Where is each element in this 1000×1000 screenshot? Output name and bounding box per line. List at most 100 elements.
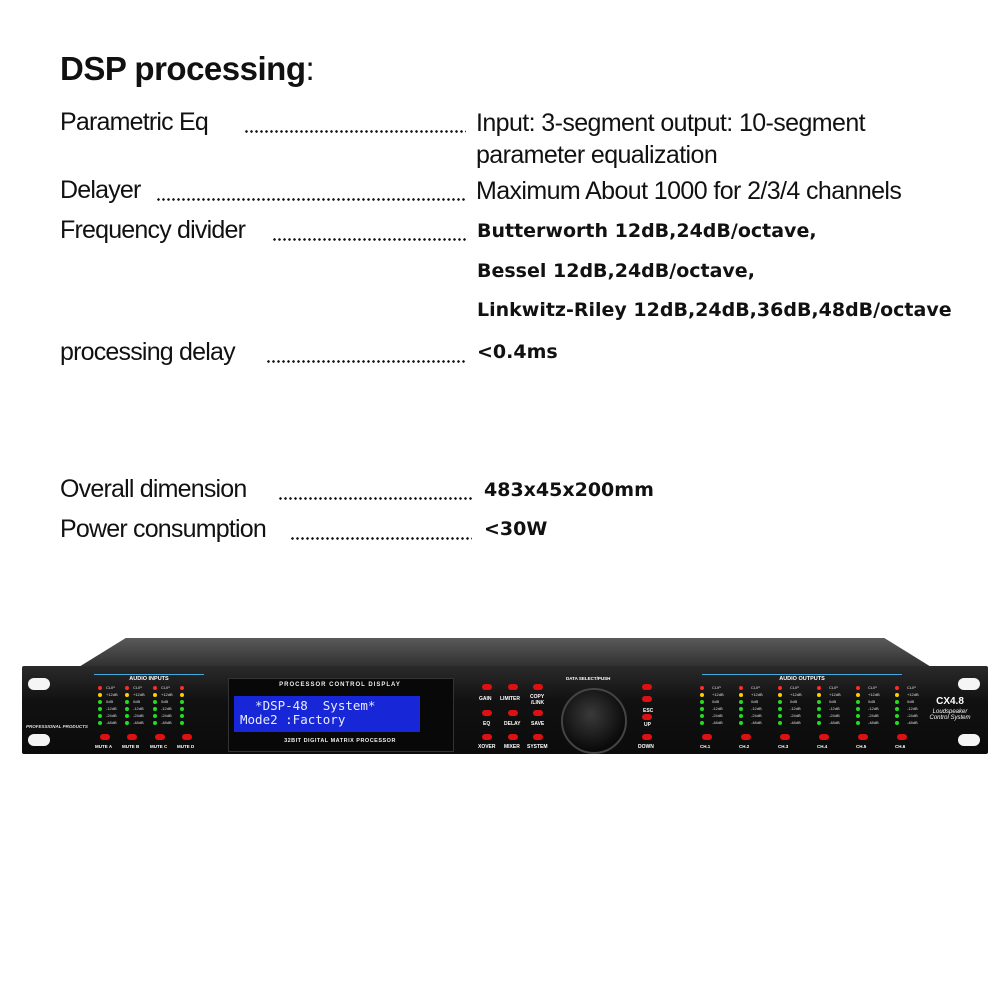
channel-button[interactable] (819, 734, 829, 740)
level-led (778, 686, 782, 690)
link-label: /LINK (531, 700, 545, 706)
level-led (125, 700, 129, 704)
channel-button[interactable] (780, 734, 790, 740)
level-label: 0dB (751, 699, 759, 704)
spec-value-parametric-eq-1: Input: 3-segment output: 10-segment (476, 109, 866, 137)
lcd-line-1: *DSP-48 System* (240, 698, 376, 713)
level-label: -24dB (106, 713, 117, 718)
level-label: -12dB (161, 706, 172, 711)
level-label: CLIP (829, 685, 838, 690)
level-led (153, 707, 157, 711)
data-select-knob[interactable] (561, 688, 627, 754)
level-led (817, 686, 821, 690)
level-label: -12dB (907, 706, 918, 711)
up-label: UP (644, 722, 651, 728)
channel-button[interactable] (702, 734, 712, 740)
level-label: -12dB (868, 706, 879, 711)
level-led (153, 693, 157, 697)
level-label: -24dB (133, 713, 144, 718)
level-led (778, 707, 782, 711)
level-led (125, 693, 129, 697)
leader-dots (290, 537, 472, 540)
level-led (98, 707, 102, 711)
level-led (125, 707, 129, 711)
channel-button[interactable] (741, 734, 751, 740)
level-led (98, 686, 102, 690)
data-select-label: DATA SELECT/PUSH (566, 676, 611, 681)
mute-label: MUTE D (177, 744, 195, 749)
level-label: 0dB (712, 699, 720, 704)
eq-button[interactable] (482, 710, 492, 716)
level-label: -24dB (751, 713, 762, 718)
leader-dots (244, 130, 466, 133)
channel-label: CH.3 (778, 744, 789, 749)
level-led (778, 693, 782, 697)
leader-dots (278, 497, 472, 500)
channel-button[interactable] (858, 734, 868, 740)
level-label: -12dB (829, 706, 840, 711)
mixer-button[interactable] (508, 734, 518, 740)
rack-ear-slot (28, 678, 50, 690)
level-label: -24dB (790, 713, 801, 718)
level-led (125, 714, 129, 718)
system-button[interactable] (533, 734, 543, 740)
rack-ear-slot (28, 734, 50, 746)
leader-dots (266, 360, 466, 363)
delay-label: DELAY (504, 721, 521, 727)
xover-label: XOVER (478, 744, 496, 750)
model-name: CX4.8 (936, 696, 964, 707)
level-led (739, 721, 743, 725)
level-label: -48dB (829, 720, 840, 725)
gain-button[interactable] (482, 684, 492, 690)
esc-button-led[interactable] (642, 684, 652, 690)
level-led (817, 700, 821, 704)
level-led (700, 707, 704, 711)
down-button[interactable] (642, 734, 652, 740)
xover-button[interactable] (482, 734, 492, 740)
spec-value-processing-delay: <0.4ms (477, 341, 558, 363)
level-label: +12dB (751, 692, 763, 697)
delay-button[interactable] (508, 710, 518, 716)
level-label: +12dB (106, 692, 118, 697)
level-label: -12dB (751, 706, 762, 711)
mute-button[interactable] (182, 734, 192, 740)
level-led (98, 714, 102, 718)
level-led (739, 686, 743, 690)
level-label: CLIP (790, 685, 799, 690)
level-led (739, 714, 743, 718)
mute-button[interactable] (155, 734, 165, 740)
level-led (856, 707, 860, 711)
channel-button[interactable] (897, 734, 907, 740)
esc-button[interactable] (642, 696, 652, 702)
copy-link-button[interactable] (533, 684, 543, 690)
spec-value-parametric-eq-2: parameter equalization (476, 141, 718, 169)
mute-button[interactable] (100, 734, 110, 740)
level-label: -24dB (868, 713, 879, 718)
level-label: CLIP (106, 685, 115, 690)
level-led (700, 721, 704, 725)
down-label: DOWN (638, 744, 654, 750)
level-label: -48dB (751, 720, 762, 725)
gain-label: GAIN (479, 696, 492, 702)
level-led (856, 686, 860, 690)
spec-label-parametric-eq: Parametric Eq (60, 108, 209, 136)
level-led (895, 707, 899, 711)
channel-label: CH.5 (856, 744, 867, 749)
level-led (153, 721, 157, 725)
rack-ear-slot (958, 734, 980, 746)
mute-button[interactable] (127, 734, 137, 740)
spec-label-power-consumption: Power consumption (60, 515, 267, 543)
limiter-button[interactable] (508, 684, 518, 690)
level-label: +12dB (790, 692, 802, 697)
level-label: +12dB (161, 692, 173, 697)
level-led (153, 700, 157, 704)
leader-dots (156, 198, 466, 201)
save-button[interactable] (533, 710, 543, 716)
up-button[interactable] (642, 714, 652, 720)
level-led (856, 714, 860, 718)
level-led (125, 686, 129, 690)
level-label: CLIP (751, 685, 760, 690)
level-label: -48dB (161, 720, 172, 725)
limiter-label: LIMITER (500, 696, 520, 702)
level-label: -12dB (712, 706, 723, 711)
